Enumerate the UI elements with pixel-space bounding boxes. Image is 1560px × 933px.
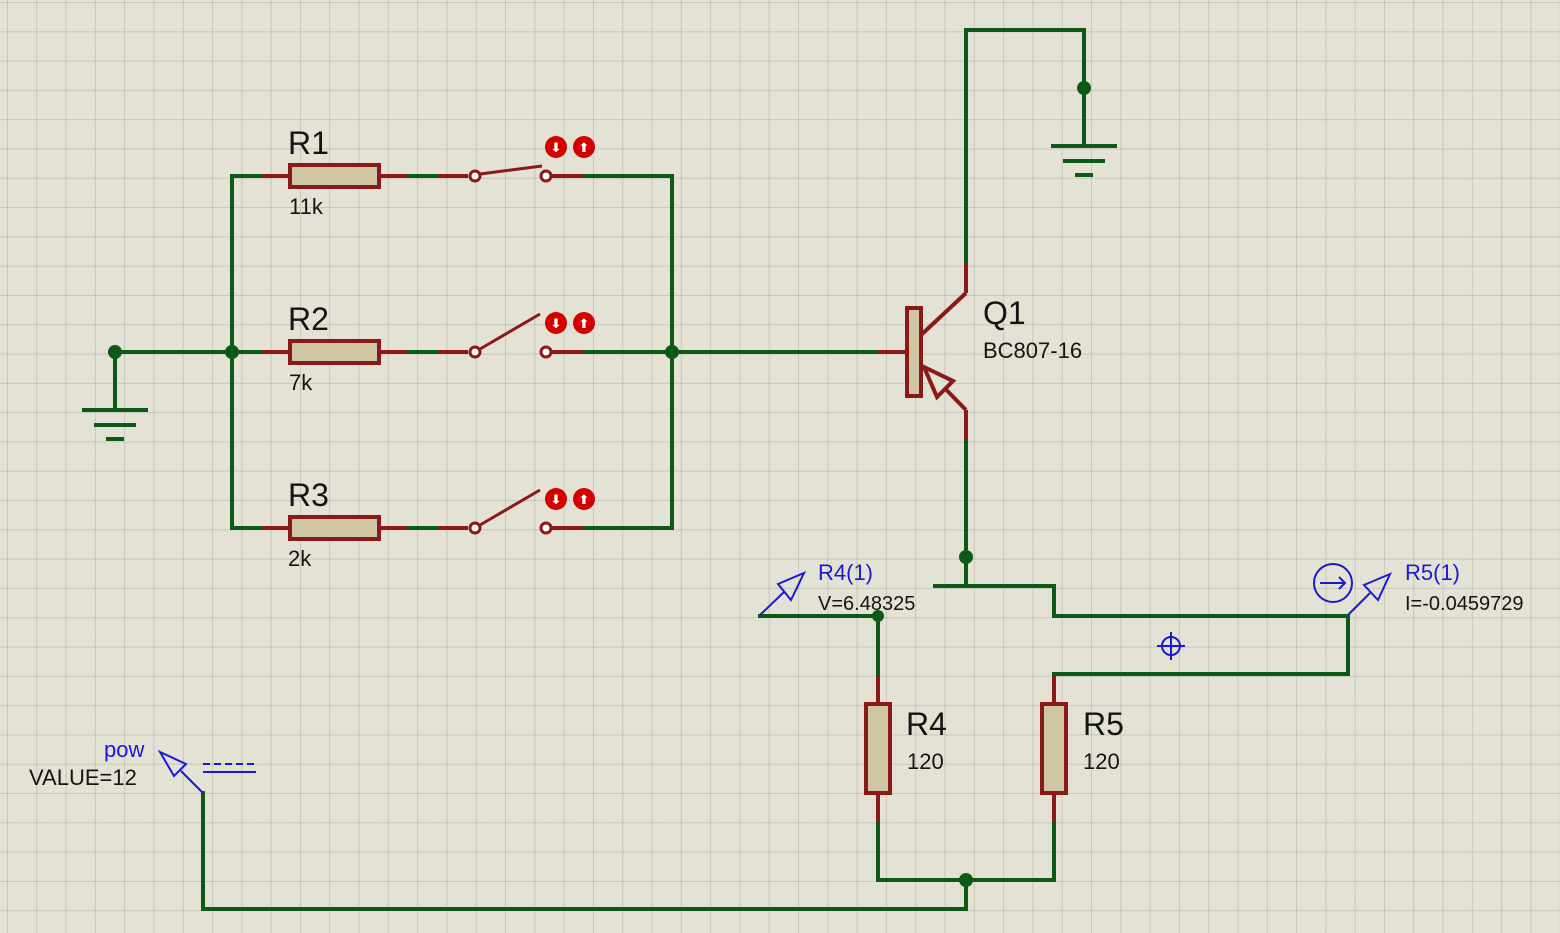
ground-top-icon[interactable] bbox=[1051, 144, 1117, 177]
r2-ref-label: R2 bbox=[288, 301, 329, 337]
q1-value-label: BC807-16 bbox=[983, 338, 1082, 363]
resistor-r4[interactable] bbox=[864, 675, 892, 822]
junction-dot bbox=[959, 873, 973, 887]
switch-2-open-button[interactable]: ⬆ bbox=[573, 312, 595, 334]
power-terminal-icon[interactable] bbox=[157, 749, 256, 794]
switch-3-open-button[interactable]: ⬆ bbox=[573, 488, 595, 510]
switch-1-close-button[interactable]: ⬇ bbox=[545, 136, 567, 158]
q1-ref-label: Q1 bbox=[983, 295, 1026, 331]
transistor-q1[interactable] bbox=[878, 264, 968, 440]
r3-value-label: 2k bbox=[288, 546, 312, 571]
current-probe-name: R5(1) bbox=[1405, 560, 1460, 585]
svg-text:⬆: ⬆ bbox=[579, 317, 590, 332]
labels: R1 11k R2 7k R3 2k Q1 BC807-16 R4 120 R5… bbox=[29, 125, 1523, 790]
switch-2-controls: ⬇ ⬆ bbox=[545, 312, 595, 334]
junction-dot bbox=[225, 345, 239, 359]
svg-text:⬇: ⬇ bbox=[551, 317, 562, 332]
resistor-r1[interactable] bbox=[262, 163, 408, 189]
switch-2[interactable] bbox=[438, 312, 584, 359]
junction-dot bbox=[959, 550, 973, 564]
junction-dot bbox=[1077, 81, 1091, 95]
voltage-probe-reading: V=6.48325 bbox=[818, 593, 915, 615]
voltage-probe-icon[interactable] bbox=[759, 571, 807, 616]
r5-ref-label: R5 bbox=[1083, 706, 1124, 742]
ground-left-icon[interactable] bbox=[82, 408, 148, 441]
resistor-r5[interactable] bbox=[1040, 675, 1068, 822]
current-probe-reading: I=-0.0459729 bbox=[1405, 593, 1523, 615]
power-name-label: pow bbox=[104, 737, 144, 762]
junction-dots bbox=[108, 81, 1091, 887]
current-probe-icon[interactable] bbox=[1313, 563, 1392, 616]
r4-ref-label: R4 bbox=[906, 706, 947, 742]
r1-value-label: 11k bbox=[289, 194, 324, 219]
wires bbox=[113, 28, 1350, 911]
junction-dot bbox=[872, 610, 884, 622]
crosshair-cursor-icon bbox=[1157, 632, 1185, 660]
junction-dot bbox=[665, 345, 679, 359]
switch-1-open-button[interactable]: ⬆ bbox=[573, 136, 595, 158]
switch-2-close-button[interactable]: ⬇ bbox=[545, 312, 567, 334]
r1-ref-label: R1 bbox=[288, 125, 329, 161]
switch-3-controls: ⬇ ⬆ bbox=[545, 488, 595, 510]
junction-dot bbox=[108, 345, 122, 359]
svg-text:⬆: ⬆ bbox=[579, 141, 590, 156]
svg-text:⬇: ⬇ bbox=[551, 141, 562, 156]
switch-3[interactable] bbox=[438, 488, 584, 535]
resistor-r2[interactable] bbox=[262, 339, 408, 365]
r4-value-label: 120 bbox=[907, 749, 944, 774]
r3-ref-label: R3 bbox=[288, 477, 329, 513]
power-value-label: VALUE=12 bbox=[29, 765, 137, 790]
r5-value-label: 120 bbox=[1083, 749, 1120, 774]
resistor-r3[interactable] bbox=[262, 515, 408, 541]
svg-text:⬇: ⬇ bbox=[551, 493, 562, 508]
switch-1[interactable] bbox=[438, 164, 584, 183]
r2-value-label: 7k bbox=[289, 370, 313, 395]
switch-3-close-button[interactable]: ⬇ bbox=[545, 488, 567, 510]
voltage-probe-name: R4(1) bbox=[818, 560, 873, 585]
switch-1-controls: ⬇ ⬆ bbox=[545, 136, 595, 158]
svg-text:⬆: ⬆ bbox=[579, 493, 590, 508]
